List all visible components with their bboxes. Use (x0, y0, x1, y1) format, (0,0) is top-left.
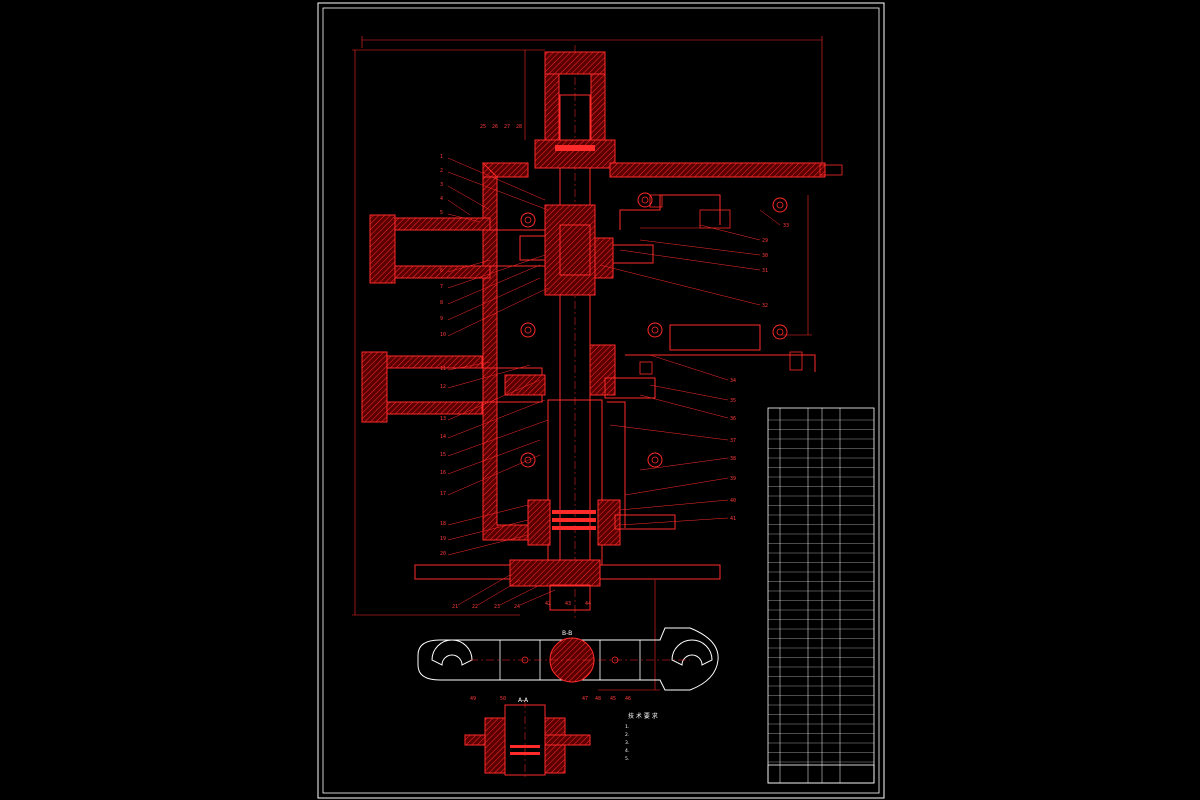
detail-label: A-A (518, 697, 529, 704)
part-callout-label: 17 (440, 491, 446, 497)
right-lower-bracket (604, 324, 816, 528)
parts-list-table (767, 407, 875, 784)
part-callout-label: 25 (480, 124, 486, 130)
left-leaders (447, 157, 556, 606)
labels: B-B A-A 技 术 要 求 1. 2. 3. 4. 5. (518, 630, 658, 762)
section-view-bb (417, 627, 719, 691)
part-callout-label: 44 (585, 601, 591, 607)
part-callout-label: 6 (440, 268, 443, 274)
part-callout-label: 22 (472, 604, 478, 610)
part-callout-label: 8 (440, 300, 443, 306)
bottom-assembly (414, 499, 721, 611)
part-callout-label: 39 (730, 476, 736, 482)
part-callout-label: 43 (565, 601, 571, 607)
part-callout-label: 30 (762, 253, 768, 259)
dimension-lines (352, 36, 823, 691)
part-callout-label: 20 (440, 551, 446, 557)
part-callout-label: 7 (440, 284, 443, 290)
part-callout-label: 12 (440, 384, 446, 390)
part-callout-label: 23 (494, 604, 500, 610)
part-callout-label: 46 (625, 696, 631, 702)
part-callout-label: 41 (730, 516, 736, 522)
note-line: 2. (625, 732, 629, 738)
part-callout-label: 35 (730, 398, 736, 404)
part-callout-label: 11 (440, 366, 446, 372)
part-callout-label: 32 (762, 303, 768, 309)
part-callout-label: 4 (440, 196, 443, 202)
note-line: 1. (625, 724, 629, 730)
part-callout-label: 45 (610, 696, 616, 702)
part-callout-label: 37 (730, 438, 736, 444)
lower-left-actuator (361, 344, 616, 423)
part-callout-label: 10 (440, 332, 446, 338)
part-callout-label: 50 (500, 696, 506, 702)
part-callout-label: 33 (783, 223, 789, 229)
part-callout-label: 14 (440, 434, 446, 440)
part-callout-label: 9 (440, 316, 443, 322)
part-callout-label: 26 (492, 124, 498, 130)
part-callout-label: 29 (762, 238, 768, 244)
outer-border (317, 2, 885, 799)
right-upper-bracket (594, 194, 731, 279)
part-callout-label: 19 (440, 536, 446, 542)
part-callout-label: 24 (514, 604, 520, 610)
part-callout-label: 48 (595, 696, 601, 702)
part-callout-label: 42 (545, 601, 551, 607)
part-callout-label: 3 (440, 182, 443, 188)
part-callout-label: 31 (762, 268, 768, 274)
inner-border (322, 7, 880, 794)
note-line: 3. (625, 740, 629, 746)
part-callout-label: 18 (440, 521, 446, 527)
part-callout-label: 47 (582, 696, 588, 702)
part-callout-label: 2 (440, 168, 443, 174)
right-leaders (599, 209, 781, 526)
section-label: B-B (562, 630, 572, 637)
left-frame (481, 162, 549, 541)
note-line: 5. (625, 756, 629, 762)
part-callout-label: 15 (440, 452, 446, 458)
part-callout-label: 5 (440, 210, 443, 216)
part-callout-label: 21 (452, 604, 458, 610)
bolt-circles (520, 192, 788, 468)
part-callout-label: 1 (440, 154, 443, 160)
top-cylinder (524, 50, 616, 169)
part-callout-label: 28 (516, 124, 522, 130)
part-callout-label: 27 (504, 124, 510, 130)
note-line: 4. (625, 748, 629, 754)
part-callout-label: 36 (730, 416, 736, 422)
part-callout-label: 49 (470, 696, 476, 702)
part-callout-label: 40 (730, 498, 736, 504)
notes-title: 技 术 要 求 (628, 712, 658, 720)
detail-view-aa (464, 700, 591, 780)
part-callout-label: 38 (730, 456, 736, 462)
part-callout-label: 34 (730, 378, 736, 384)
upper-left-actuator (369, 204, 596, 296)
part-callout-label: 16 (440, 470, 446, 476)
part-callout-label: 13 (440, 416, 446, 422)
